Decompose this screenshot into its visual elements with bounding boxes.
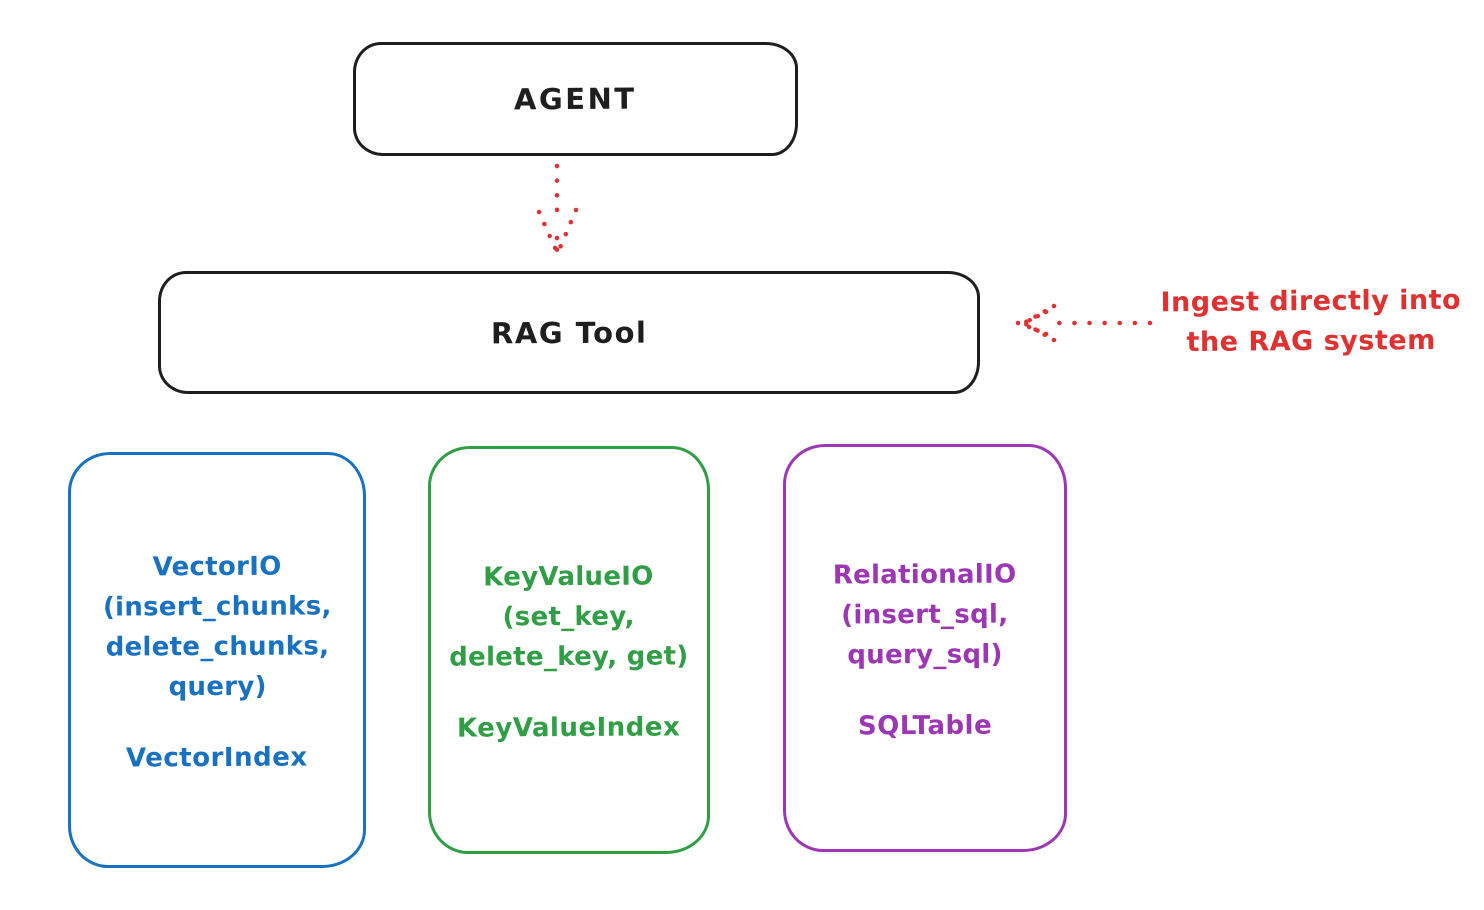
- keyvalue-index-label: KeyValueIndex: [457, 712, 681, 744]
- rag-tool-node: RAG Tool: [158, 271, 980, 394]
- ingest-annotation-arrow-icon: [1015, 303, 1153, 343]
- vector-io-box: VectorIO(insert_chunks,delete_chunks,que…: [68, 452, 366, 868]
- agent-node-label: AGENT: [514, 81, 637, 117]
- ingest-annotation-text: Ingest directly into the RAG system: [1138, 280, 1484, 363]
- keyvalue-io-box: KeyValueIO(set_key,delete_key, get) KeyV…: [428, 446, 710, 854]
- vector-index-label: VectorIndex: [126, 742, 308, 774]
- agent-node: AGENT: [353, 42, 798, 156]
- relational-io-methods-text: RelationalIO(insert_sql,query_sql): [832, 559, 1017, 671]
- agent-to-ragtool-arrow-icon: [536, 163, 579, 264]
- relational-io-box: RelationalIO(insert_sql,query_sql) SQLTa…: [783, 444, 1067, 852]
- vector-io-methods-text: VectorIO(insert_chunks,delete_chunks,que…: [102, 551, 332, 703]
- keyvalue-io-methods-text: KeyValueIO(set_key,delete_key, get): [449, 561, 689, 673]
- sql-table-label: SQLTable: [857, 710, 993, 742]
- rag-tool-node-label: RAG Tool: [490, 315, 648, 350]
- ingest-annotation-line2: the RAG system: [1186, 324, 1436, 359]
- ingest-annotation-line1: Ingest directly into: [1160, 284, 1462, 319]
